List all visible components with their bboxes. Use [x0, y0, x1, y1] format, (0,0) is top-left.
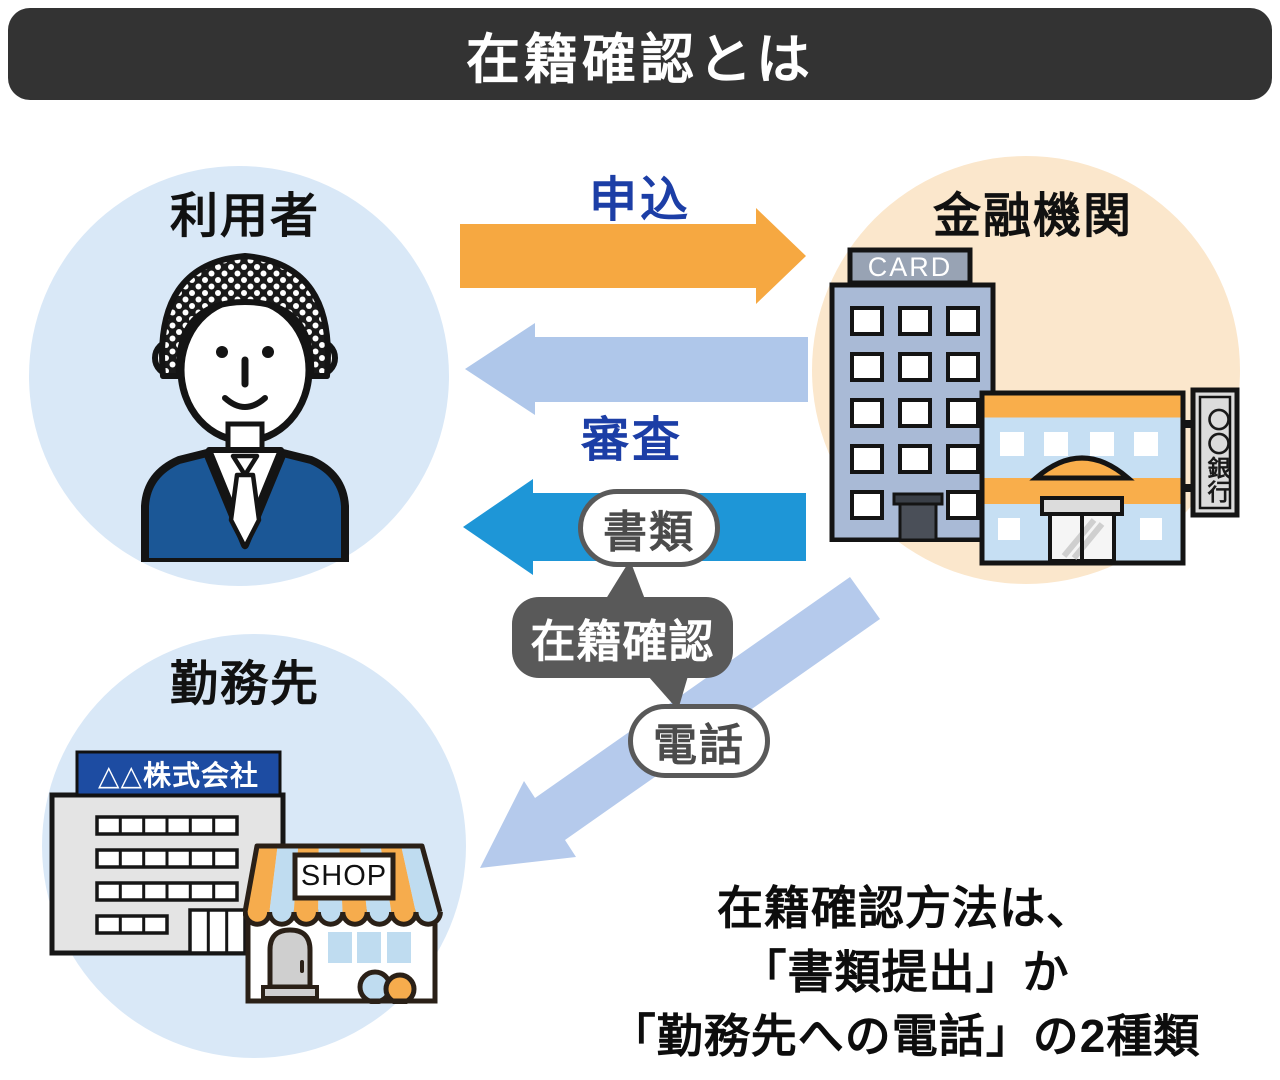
- verification-bubble: 在籍確認: [512, 597, 733, 678]
- office-building-illustration: [49, 750, 286, 956]
- bank-door-glass: [1061, 518, 1105, 560]
- door: [898, 502, 938, 542]
- application-label: 申込: [588, 174, 691, 227]
- screening-label: 審査: [580, 414, 683, 467]
- shop-door-step: [261, 985, 319, 1000]
- summary-note-line3: 「勤務先への電話」の2種類: [609, 1010, 1201, 1062]
- bank-arch: [1029, 455, 1135, 481]
- card-building-illustration: [829, 247, 996, 542]
- shop-door-knob: [300, 960, 304, 973]
- application-arrow: [460, 208, 806, 304]
- summary-note: 在籍確認方法は、 「書類提出」か 「勤務先への電話」の2種類: [545, 876, 1265, 1068]
- bank-signboard-inner: [1198, 395, 1232, 510]
- bank-windows-upper: [1000, 432, 1158, 456]
- bank-top-band: [984, 395, 1181, 418]
- title-banner: 在籍確認とは: [8, 8, 1272, 100]
- user-label: 利用者: [169, 190, 320, 243]
- bubble-tail-down: [648, 676, 688, 710]
- bank-sign-bracket-bottom: [1183, 484, 1197, 492]
- screening-arrow: [465, 323, 808, 415]
- company-sign-text: △△株式会社: [97, 760, 260, 791]
- summary-note-line1: 在籍確認方法は、: [717, 882, 1093, 934]
- card-building-windows: [850, 306, 980, 520]
- bank-sign-bracket-top: [1183, 420, 1197, 428]
- tie-knot: [230, 453, 260, 478]
- hair: [159, 253, 331, 379]
- financial-institution-label: 金融機関: [932, 190, 1133, 243]
- shop-illustration: [243, 843, 443, 1004]
- eye-left: [216, 346, 228, 358]
- office-window-dividers: [118, 817, 229, 953]
- eye-right: [262, 346, 274, 358]
- phone-pill: 電話: [628, 704, 770, 778]
- summary-note-line2: 「書類提出」か: [740, 946, 1070, 998]
- bubble-tail-up: [604, 560, 646, 602]
- tie: [228, 472, 262, 550]
- phone-pill-label: 電話: [653, 721, 745, 770]
- shop-door: [267, 927, 313, 990]
- bank-windows-lower: [998, 518, 1162, 540]
- company-signboard: [75, 750, 282, 797]
- verification-bubble-label: 在籍確認: [530, 616, 715, 667]
- documents-pill-label: 書類: [603, 508, 695, 557]
- mouth: [222, 395, 268, 410]
- shop-signboard: [292, 852, 396, 901]
- card-sign-text: CARD: [867, 251, 953, 282]
- documents-pill: 書類: [578, 489, 720, 567]
- page-title: 在籍確認とは: [466, 29, 814, 90]
- shop-sign-text: SHOP: [300, 860, 388, 892]
- bank-building-illustration: [979, 387, 1240, 566]
- user-person-illustration: [141, 253, 349, 562]
- bank-sign-text: 〇〇銀行: [1204, 408, 1230, 504]
- workplace-label: 勤務先: [169, 658, 320, 711]
- shop-windows: [328, 932, 411, 963]
- card-sign: [847, 247, 973, 286]
